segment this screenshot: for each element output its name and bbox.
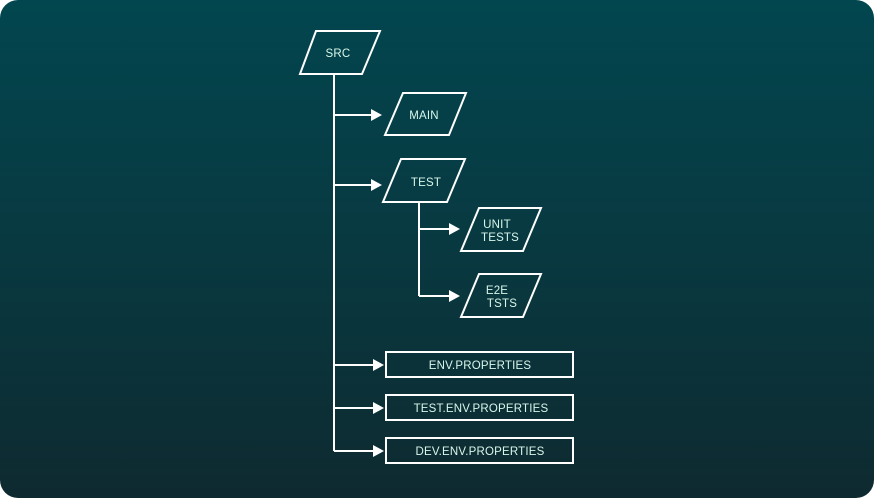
node-e2e-tests-label-line-2: TSTS	[487, 298, 517, 310]
node-test-shape	[381, 158, 467, 203]
arrowhead-test-env-properties	[373, 402, 384, 414]
arrowhead-e2e-tests	[449, 290, 460, 302]
node-unit-tests-shape	[459, 207, 543, 252]
node-e2e-tests-shape	[459, 273, 543, 318]
connectors	[333, 74, 460, 457]
node-src[interactable]: SRC	[298, 30, 382, 75]
node-test-label: TEST	[411, 177, 441, 189]
node-env-properties-label: ENV.PROPERTIES	[429, 360, 532, 372]
node-env-properties[interactable]: ENV.PROPERTIES	[385, 351, 574, 378]
node-src-shape	[298, 30, 382, 75]
node-test-env-properties[interactable]: TEST.ENV.PROPERTIES	[385, 394, 574, 421]
node-test[interactable]: TEST	[381, 158, 467, 203]
node-e2e-tests[interactable]: E2E TSTS	[459, 273, 543, 318]
arrowhead-dev-env-properties	[373, 445, 384, 457]
node-test-env-properties-label: TEST.ENV.PROPERTIES	[414, 403, 549, 415]
node-src-label: SRC	[326, 48, 351, 60]
node-test-env-properties-shape	[385, 394, 574, 421]
node-unit-tests-label-line-2: TESTS	[481, 232, 519, 244]
node-env-properties-shape	[385, 351, 574, 378]
node-unit-tests-label-line-1: UNIT	[483, 219, 511, 231]
node-main[interactable]: MAIN	[383, 92, 468, 136]
node-unit-tests[interactable]: UNIT TESTS	[459, 207, 543, 252]
node-e2e-tests-label-line-1: E2E	[486, 285, 508, 297]
node-dev-env-properties[interactable]: DEV.ENV.PROPERTIES	[385, 437, 574, 464]
arrowhead-env-properties	[373, 359, 384, 371]
arrowhead-main	[371, 109, 382, 121]
node-main-shape	[383, 92, 468, 136]
node-dev-env-properties-label: DEV.ENV.PROPERTIES	[415, 446, 544, 458]
node-dev-env-properties-shape	[385, 437, 574, 464]
arrowhead-test	[371, 179, 382, 191]
node-main-label: MAIN	[409, 110, 439, 122]
arrowhead-unit-tests	[449, 223, 460, 235]
